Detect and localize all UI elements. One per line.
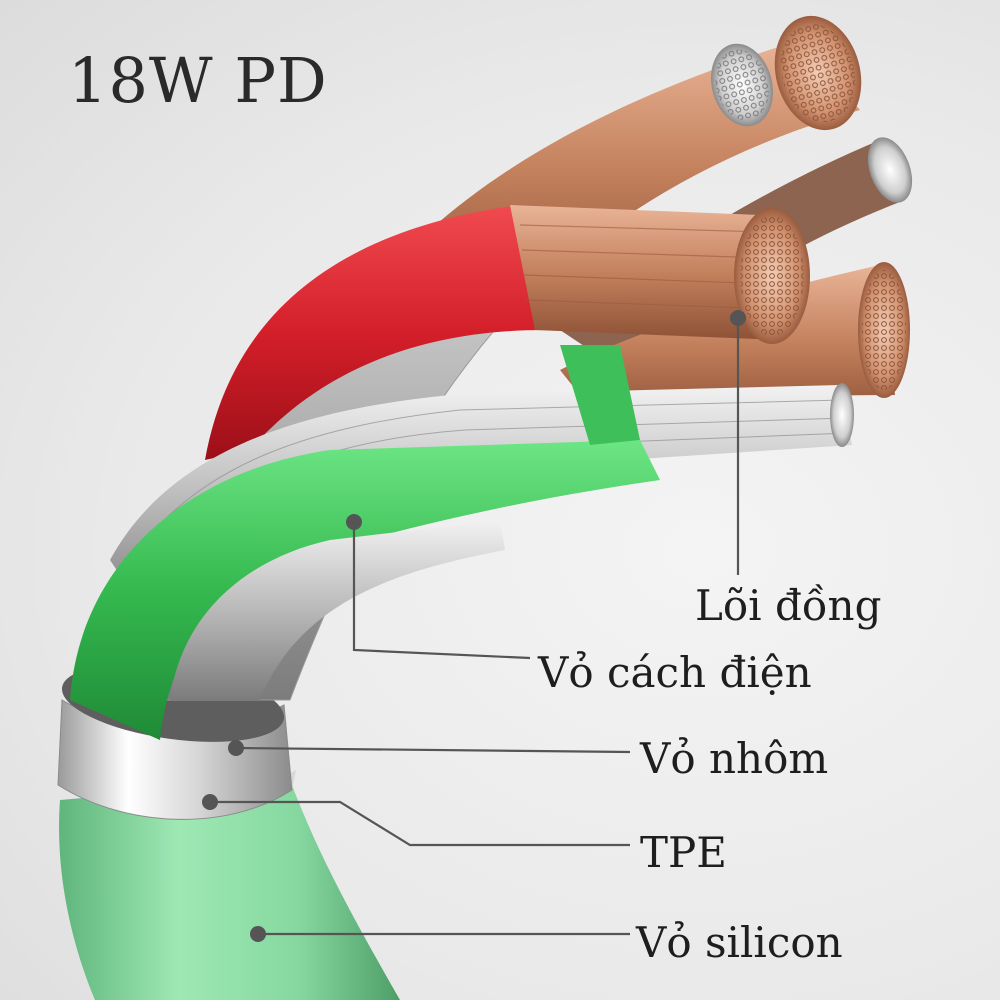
dot-insulation — [346, 514, 362, 530]
leader-tpe — [210, 800, 630, 847]
green-wire — [70, 440, 660, 740]
dot-silicone — [250, 926, 266, 942]
title: 18W PD — [68, 44, 328, 117]
leader-insulation — [352, 522, 531, 660]
label-tpe: TPE — [640, 828, 727, 877]
dot-copper — [730, 310, 746, 326]
label-insulation: Vỏ cách điện — [538, 648, 812, 697]
dot-tpe — [202, 794, 218, 810]
leader-aluminum — [237, 746, 631, 754]
silicone-jacket — [59, 780, 400, 1000]
label-silicone-jacket: Vỏ silicon — [636, 918, 843, 967]
label-aluminum-shield: Vỏ nhôm — [640, 734, 829, 783]
red-wire — [205, 205, 545, 460]
label-copper-core: Lõi đồng — [695, 581, 882, 630]
dot-aluminum — [228, 740, 244, 756]
